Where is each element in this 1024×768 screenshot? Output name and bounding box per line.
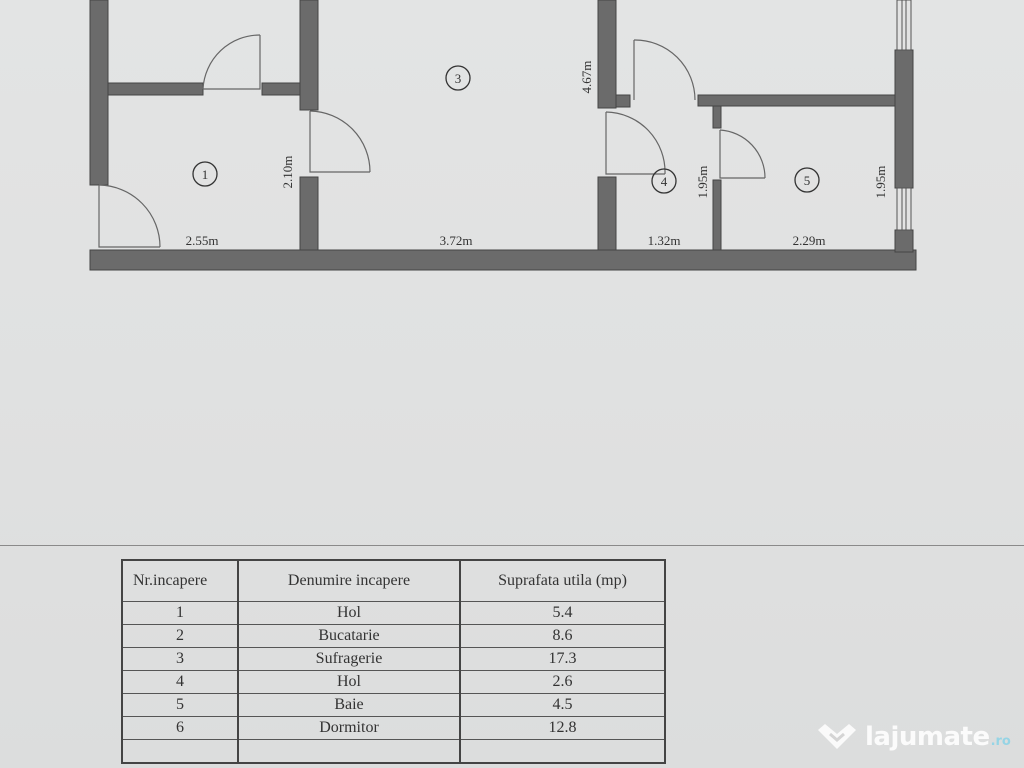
cell-area: 17.3 [459, 647, 666, 671]
door-3 [309, 111, 370, 173]
room-1-number: 1 [202, 167, 209, 182]
outer-wall-bottom [89, 249, 917, 271]
watermark-brand: lajumate [865, 722, 990, 752]
cell-area: 5.4 [459, 601, 666, 625]
cell-name: Sufragerie [237, 647, 461, 671]
table-row [121, 739, 666, 764]
cell-nr: 2 [121, 624, 239, 648]
floor-plan: 1 3 4 5 2.55m 3.72m 1.32m 2.29m 2.10m 4.… [89, 0, 917, 271]
cell-name [237, 739, 461, 764]
dim-hol1-height: 2.10m [280, 156, 295, 189]
dim-baie-height: 1.95m [873, 166, 888, 199]
cell-area [459, 739, 666, 764]
watermark-tld: .ro [990, 733, 1011, 749]
cell-area: 4.5 [459, 693, 666, 717]
dim-hol4-height: 1.95m [695, 166, 710, 199]
cell-area: 2.6 [459, 670, 666, 694]
dim-sufragerie-height: 4.67m [579, 61, 594, 94]
dim-hol1-width: 2.55m [186, 233, 219, 248]
cell-name: Baie [237, 693, 461, 717]
dim-hol4-width: 1.32m [648, 233, 681, 248]
door-5 [719, 130, 765, 179]
cell-nr: 6 [121, 716, 239, 740]
dim-baie-width: 2.29m [793, 233, 826, 248]
header-area: Suprafata utila (mp) [459, 559, 666, 602]
cell-nr: 3 [121, 647, 239, 671]
cell-name: Bucatarie [237, 624, 461, 648]
page-separator-line [0, 545, 1024, 546]
room-5-number: 5 [804, 173, 811, 188]
header-name: Denumire incapere [237, 559, 461, 602]
cell-name: Hol [237, 670, 461, 694]
lajumate-watermark: lajumate .ro [815, 722, 1011, 752]
cell-nr [121, 739, 239, 764]
cell-name: Dormitor [237, 716, 461, 740]
cell-name: Hol [237, 601, 461, 625]
cell-area: 8.6 [459, 624, 666, 648]
door-4 [605, 112, 665, 175]
handshake-heart-icon [818, 724, 856, 749]
room-4-number: 4 [661, 174, 668, 189]
table-header-row: Nr.incapere Denumire incapere Suprafata … [121, 559, 666, 602]
cell-nr: 1 [121, 601, 239, 625]
dim-sufragerie-width: 3.72m [440, 233, 473, 248]
header-nr: Nr.incapere [121, 559, 239, 602]
cell-nr: 5 [121, 693, 239, 717]
cell-area: 12.8 [459, 716, 666, 740]
room-3-number: 3 [455, 71, 462, 86]
door-2 [203, 35, 261, 90]
door-entry [98, 185, 160, 248]
cell-nr: 4 [121, 670, 239, 694]
room-area-table: Nr.incapere Denumire incapere Suprafata … [121, 559, 666, 764]
